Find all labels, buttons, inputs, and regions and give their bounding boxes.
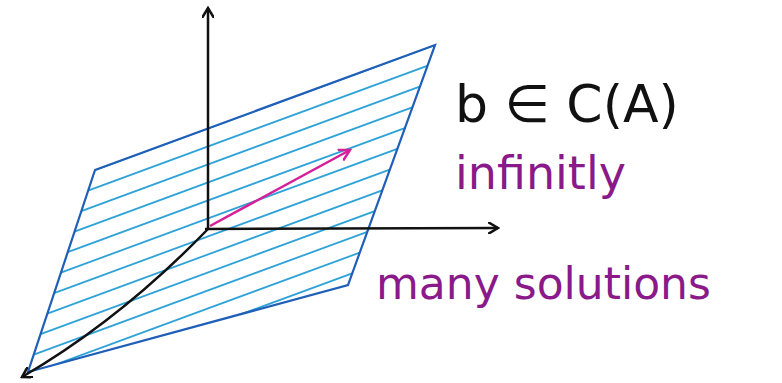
z-axis <box>207 8 210 230</box>
note-text: infinitly <box>455 150 626 196</box>
x-axis <box>205 228 498 229</box>
plane-hatching <box>0 21 500 383</box>
column-space-label: b ∈ C(A) <box>455 78 679 130</box>
plane-outline <box>28 45 435 372</box>
note-text: many solutions <box>376 262 711 306</box>
vector-b <box>210 150 350 226</box>
y-axis <box>22 229 208 377</box>
